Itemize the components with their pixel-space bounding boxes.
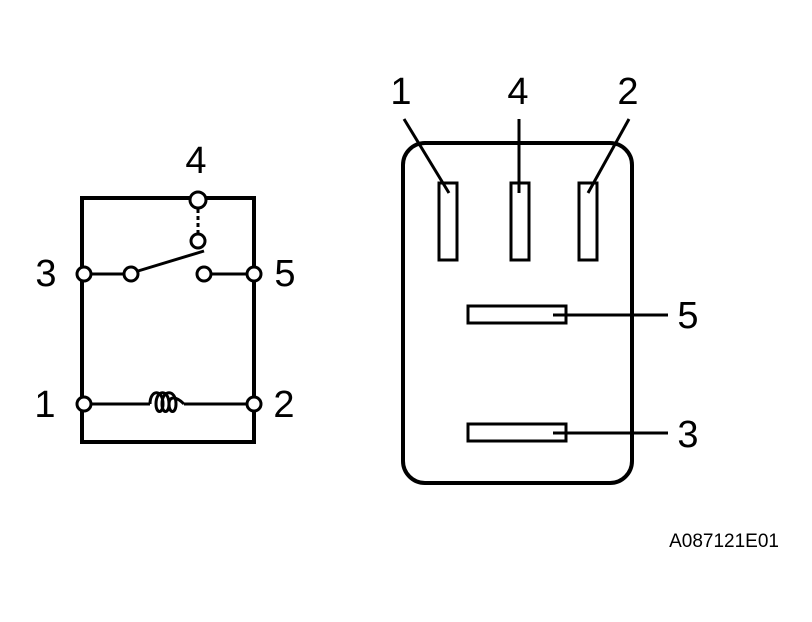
leader-2 (586, 118, 631, 194)
pin-label-2: 2 (617, 71, 638, 113)
contact-no-node (195, 265, 213, 283)
switch-pivot-node (122, 265, 140, 283)
terminal-2-node (245, 395, 263, 413)
terminal-4-node (188, 190, 208, 210)
leader-1 (402, 118, 451, 194)
terminal-1-node (75, 395, 93, 413)
schematic-frame (80, 196, 256, 444)
pin-2 (577, 181, 599, 262)
terminal-label-2: 2 (273, 384, 294, 426)
pin-1 (437, 181, 459, 262)
pin-5 (466, 304, 568, 325)
relay-schematic: 4 3 5 1 2 (34, 140, 296, 444)
pin-label-5: 5 (677, 295, 698, 337)
terminal-label-4: 4 (185, 140, 206, 182)
pin-4 (509, 181, 531, 262)
terminal-3-node (75, 265, 93, 283)
pin-label-1: 1 (390, 71, 411, 113)
pin-label-4: 4 (507, 71, 528, 113)
terminal-label-5: 5 (274, 253, 295, 295)
terminal-label-3: 3 (35, 253, 56, 295)
coil-icon (148, 391, 186, 413)
pin-3 (466, 422, 568, 443)
switch-arm (137, 249, 205, 273)
figure-code: A087121E01 (669, 531, 779, 552)
connector-view: 1 4 2 5 3 (390, 71, 699, 485)
pin-label-3: 3 (677, 414, 698, 456)
terminal-label-1: 1 (34, 384, 55, 426)
terminal-5-node (245, 265, 263, 283)
contact-nc-node (189, 232, 207, 250)
